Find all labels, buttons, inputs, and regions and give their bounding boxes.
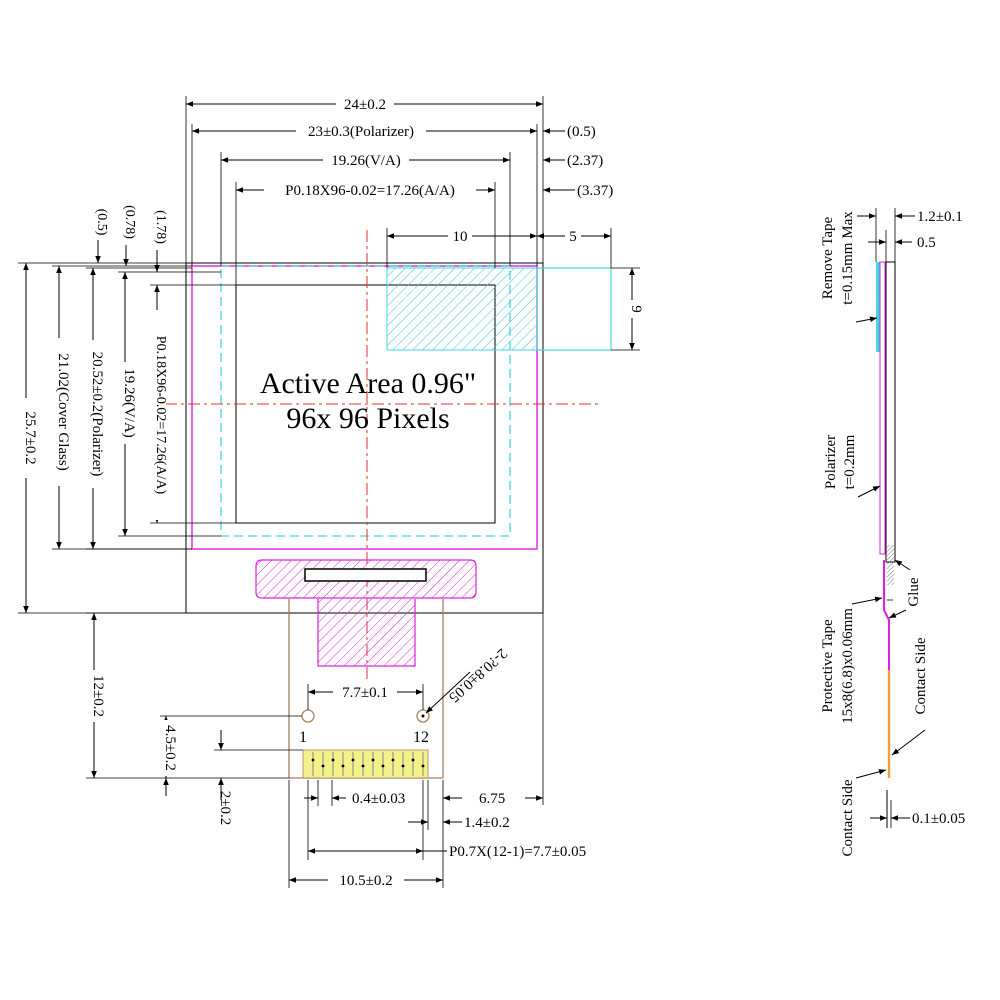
fpc-contact-area [302,749,429,779]
dim-fpc-length: 12±0.2 [90,675,106,717]
dim-left-05: (0.5) [94,209,109,236]
dim-0-5: 0.5 [917,235,936,251]
dim-va-height: 19.26(V/A) [121,368,137,438]
pixels-label: 96x 96 Pixels [286,402,449,435]
dim-aa-height: P0.18X96-0.02=17.26(A/A) [153,336,168,495]
contact-side-right: Contact Side [913,637,929,714]
viewing-area-outline [220,265,511,537]
dim-9: 9 [628,305,644,313]
dim-right-337: (3.37) [577,183,613,199]
contact-side-left: Contact Side [840,779,856,856]
polarizer-label-2: t=0.2mm [842,434,858,489]
remove-tape-tab [536,267,612,351]
glass-body [885,261,896,563]
dim-10: 10 [453,229,468,245]
protective-tape-label-2: 15x8(6.8)x0.06mm [840,608,856,724]
front-view: Active Area 0.96" 96x 96 Pixels 1 12 [17,95,644,889]
driver-ic [304,568,427,582]
dim-pin-pitch: P0.7X(12-1)=7.7±0.05 [449,844,586,860]
contact-pins [312,752,424,776]
dim-6-75: 6.75 [479,791,505,807]
dim-hole-diameter: 2-?0.8±0.05 [445,645,510,705]
dim-fpc-width: 10.5±0.2 [339,873,392,889]
active-area-label: Active Area 0.96" [260,367,476,400]
dim-holes-pitch: 7.7±0.1 [342,685,388,701]
remove-tape-area [386,267,538,351]
polarizer-label-1: Polarizer [823,435,839,489]
dim-thickness: 1.2±0.1 [917,209,963,225]
dim-right-237: (2.37) [567,153,603,169]
dim-total-width: 24±0.2 [344,97,386,113]
polarizer-layer [879,261,886,555]
pin-12-label: 12 [413,729,429,746]
dim-va-width: 19.26(V/A) [331,153,401,169]
dim-cover-glass: 21.02(Cover Glass) [55,353,71,470]
dim-left-078: (0.78) [122,205,137,239]
dim-polarizer-width: 23±0.3(Polarizer) [308,124,414,140]
side-view: 1.2±0.1 0.5 Remove Tape t=0.15mm Max Pol… [820,208,965,857]
remove-tape-label-2: t=0.15mm Max [840,211,856,305]
dim-total-height: 25.7±0.2 [22,411,38,464]
remove-tape-label-1: Remove Tape [820,216,836,299]
fpc-side [883,560,890,670]
dim-2: 2±0.2 [217,791,233,825]
glue-layer [887,545,894,585]
protective-tape-label-1: Protective Tape [820,619,836,713]
dim-right-05: (0.5) [567,124,596,140]
dim-left-178: (1.78) [153,210,168,244]
dim-1-4: 1.4±0.2 [464,815,510,831]
dim-5: 5 [569,229,577,245]
fpc-neck [317,599,416,667]
glue-label: Glue [906,577,922,607]
dim-pin-width: 0.4±0.03 [352,791,405,807]
dim-aa-width: P0.18X96-0.02=17.26(A/A) [285,183,455,199]
dim-0-1: 0.1±0.05 [912,811,965,827]
fpc-hole-left [301,709,315,723]
hole-dot [421,714,425,718]
dim-polarizer-height: 20.52±0.2(Polarizer) [89,352,105,477]
remove-tape-layer [876,262,880,352]
dim-4-5: 4.5±0.2 [162,725,178,771]
pin-1-label: 1 [299,729,307,746]
